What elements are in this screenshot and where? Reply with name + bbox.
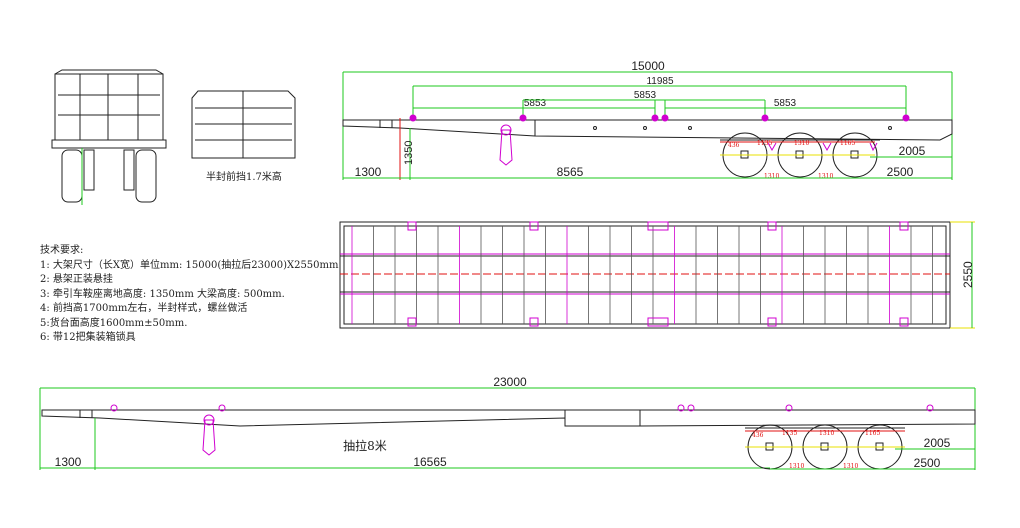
axle-spacing: 1310: [843, 463, 858, 470]
front-offset: 1300: [355, 165, 382, 179]
axle-spacing: 1310: [789, 463, 804, 470]
lock-span: 11985: [646, 76, 674, 87]
rear-overhang-b: 2500: [887, 165, 914, 179]
lock-spacing-a: 5853: [524, 98, 547, 109]
rear-overhang-b-ext: 2500: [914, 456, 941, 470]
note-item: 6: 带12把集装箱锁具: [40, 332, 136, 343]
axle-label: 1310: [819, 430, 834, 437]
front-offset-ext: 1300: [55, 455, 82, 469]
plan-view: 2550: [339, 221, 975, 329]
axle-spacing: 1310: [764, 173, 779, 180]
lock-spacing-b: 5853: [634, 90, 657, 101]
overall-length-23000: 23000: [493, 375, 527, 389]
overall-length-15000: 15000: [631, 59, 665, 73]
axle-spacing: 1310: [818, 173, 833, 180]
kingpin-to-axle-ext: 16565: [413, 455, 447, 469]
note-item: 5:货台面高度1600mm±50mm.: [40, 317, 188, 329]
axle-label: 1165: [865, 430, 880, 437]
crossmembers: [351, 226, 933, 324]
axle-label: 1135: [782, 430, 797, 437]
note-item: 1: 大架尺寸（长X宽）单位mm: 15000(抽拉后23000)X2550mm: [40, 259, 339, 271]
axle-label: 1165: [840, 140, 855, 147]
rear-end-view: [51, 69, 167, 205]
rear-overhang-a-ext: 2005: [924, 436, 951, 450]
side-view-extended: 23000 1300 16565 抽拉8米 436 1135 1310 1165…: [39, 375, 976, 470]
axle-label: 436: [728, 142, 740, 149]
fifth-wheel-height: 1350: [403, 141, 415, 165]
axle-label: 1310: [794, 140, 809, 147]
technical-requirements: 技术要求: 1: 大架尺寸（长X宽）单位mm: 15000(抽拉后23000)X…: [40, 244, 339, 346]
axle-label: 436: [752, 432, 764, 439]
plan-width: 2550: [961, 261, 975, 288]
rear-overhang-a: 2005: [899, 144, 926, 158]
front-view-caption: 半封前挡1.7米高: [206, 172, 282, 183]
front-headboard-view: [191, 90, 296, 159]
note-item: 2: 悬架正装悬挂: [40, 274, 113, 285]
notes-title: 技术要求:: [40, 245, 84, 256]
extension-label: 抽拉8米: [343, 438, 387, 453]
note-item: 3: 牵引车鞍座离地高度: 1350mm 大梁高度: 500mm.: [40, 288, 285, 300]
axle-label: 1135: [757, 140, 772, 147]
lock-spacing-c: 5853: [774, 98, 797, 109]
kingpin-to-axle: 8565: [557, 165, 584, 179]
note-item: 4: 前挡高1700mm左右，半封样式，螺丝做活: [40, 303, 248, 314]
side-view-retracted: 15000 11985 5853 5853 5853 1350 1300 856…: [342, 59, 953, 180]
